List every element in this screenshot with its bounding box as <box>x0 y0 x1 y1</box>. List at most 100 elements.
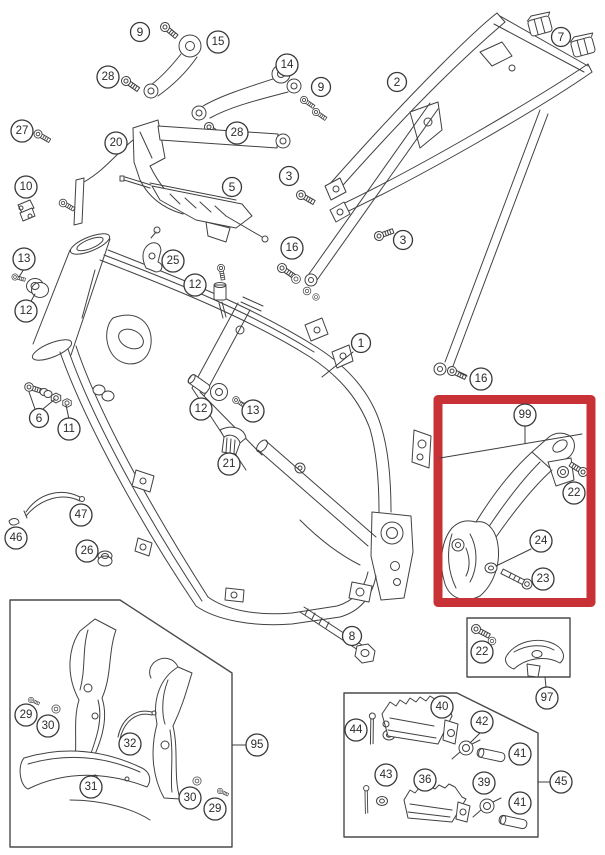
callout-circle[interactable] <box>4 526 28 550</box>
callout-circle[interactable] <box>529 529 553 553</box>
callout-circle[interactable] <box>344 718 368 742</box>
callout-circle[interactable] <box>341 625 363 647</box>
callout-circle[interactable] <box>278 165 300 187</box>
callout-circle[interactable] <box>203 797 227 821</box>
callout-41-2[interactable]: 41 <box>508 791 532 815</box>
callout-43[interactable]: 43 <box>374 763 398 787</box>
callout-circle[interactable] <box>69 503 93 527</box>
callout-21[interactable]: 21 <box>217 452 241 476</box>
callout-22[interactable]: 22 <box>562 481 586 505</box>
callout-12-2[interactable]: 12 <box>14 299 38 323</box>
callout-9[interactable]: 9 <box>129 21 151 43</box>
callout-40[interactable]: 40 <box>430 695 454 719</box>
callout-28[interactable]: 28 <box>96 65 120 89</box>
callout-circle[interactable] <box>12 247 36 271</box>
callout-14[interactable]: 14 <box>275 53 299 77</box>
callout-circle[interactable] <box>472 771 496 795</box>
callout-24[interactable]: 24 <box>529 529 553 553</box>
callout-47[interactable]: 47 <box>69 503 93 527</box>
callout-27[interactable]: 27 <box>10 119 34 143</box>
callout-circle[interactable] <box>413 768 437 792</box>
callout-45[interactable]: 45 <box>549 770 573 794</box>
callout-circle[interactable] <box>469 367 493 391</box>
callout-circle[interactable] <box>79 775 103 799</box>
callout-circle[interactable] <box>241 399 265 423</box>
callout-circle[interactable] <box>28 407 50 429</box>
callout-16[interactable]: 16 <box>280 236 304 260</box>
callout-circle[interactable] <box>550 26 572 48</box>
callout-42[interactable]: 42 <box>470 710 494 734</box>
callout-12[interactable]: 12 <box>183 273 207 297</box>
callout-circle[interactable] <box>245 733 269 757</box>
callout-circle[interactable] <box>104 131 128 155</box>
callout-circle[interactable] <box>14 703 38 727</box>
callout-31[interactable]: 31 <box>79 775 103 799</box>
callout-29-2[interactable]: 29 <box>203 797 227 821</box>
callout-20[interactable]: 20 <box>104 131 128 155</box>
callout-circle[interactable] <box>350 332 372 354</box>
callout-46[interactable]: 46 <box>4 526 28 550</box>
callout-6[interactable]: 6 <box>28 407 50 429</box>
callout-circle[interactable] <box>14 299 38 323</box>
callout-1[interactable]: 1 <box>350 332 372 354</box>
callout-circle[interactable] <box>75 539 99 563</box>
callout-30[interactable]: 30 <box>36 714 60 738</box>
callout-circle[interactable] <box>275 53 299 77</box>
callout-13-2[interactable]: 13 <box>241 399 265 423</box>
callout-30-2[interactable]: 30 <box>178 786 202 810</box>
callout-39[interactable]: 39 <box>472 771 496 795</box>
callout-circle[interactable] <box>562 481 586 505</box>
callout-circle[interactable] <box>513 403 537 427</box>
callout-9-2[interactable]: 9 <box>310 76 332 98</box>
callout-11[interactable]: 11 <box>57 417 81 441</box>
callout-3-2[interactable]: 3 <box>392 229 414 251</box>
callout-circle[interactable] <box>225 121 249 145</box>
callout-circle[interactable] <box>470 710 494 734</box>
callout-10[interactable]: 10 <box>14 175 38 199</box>
callout-29[interactable]: 29 <box>14 703 38 727</box>
callout-41[interactable]: 41 <box>508 742 532 766</box>
callout-circle[interactable] <box>96 65 120 89</box>
callout-circle[interactable] <box>221 176 243 198</box>
callout-circle[interactable] <box>206 30 230 54</box>
callout-99[interactable]: 99 <box>513 403 537 427</box>
callout-circle[interactable] <box>374 763 398 787</box>
callout-13[interactable]: 13 <box>12 247 36 271</box>
callout-circle[interactable] <box>508 742 532 766</box>
callout-circle[interactable] <box>129 21 151 43</box>
callout-circle[interactable] <box>549 770 573 794</box>
callout-circle[interactable] <box>10 119 34 143</box>
callout-circle[interactable] <box>310 76 332 98</box>
callout-circle[interactable] <box>430 695 454 719</box>
highlight-box-99[interactable] <box>433 395 596 607</box>
callout-circle[interactable] <box>161 249 185 273</box>
callout-circle[interactable] <box>531 567 555 591</box>
callout-44[interactable]: 44 <box>344 718 368 742</box>
callout-15[interactable]: 15 <box>206 30 230 54</box>
callout-97[interactable]: 97 <box>535 686 559 710</box>
callout-circle[interactable] <box>36 714 60 738</box>
callout-circle[interactable] <box>392 229 414 251</box>
callout-2[interactable]: 2 <box>386 71 408 93</box>
callout-25[interactable]: 25 <box>161 249 185 273</box>
callout-3[interactable]: 3 <box>278 165 300 187</box>
callout-23[interactable]: 23 <box>531 567 555 591</box>
callout-circle[interactable] <box>183 273 207 297</box>
callout-circle[interactable] <box>217 452 241 476</box>
callout-circle[interactable] <box>470 640 494 664</box>
callout-36[interactable]: 36 <box>413 768 437 792</box>
callout-16-2[interactable]: 16 <box>469 367 493 391</box>
callout-5[interactable]: 5 <box>221 176 243 198</box>
callout-circle[interactable] <box>118 732 142 756</box>
callout-22-2[interactable]: 22 <box>470 640 494 664</box>
callout-95[interactable]: 95 <box>245 733 269 757</box>
callout-26[interactable]: 26 <box>75 539 99 563</box>
callout-circle[interactable] <box>280 236 304 260</box>
callout-circle[interactable] <box>14 175 38 199</box>
callout-circle[interactable] <box>178 786 202 810</box>
callout-circle[interactable] <box>508 791 532 815</box>
callout-28-2[interactable]: 28 <box>225 121 249 145</box>
callout-circle[interactable] <box>535 686 559 710</box>
callout-32[interactable]: 32 <box>118 732 142 756</box>
callout-12-3[interactable]: 12 <box>189 397 213 421</box>
